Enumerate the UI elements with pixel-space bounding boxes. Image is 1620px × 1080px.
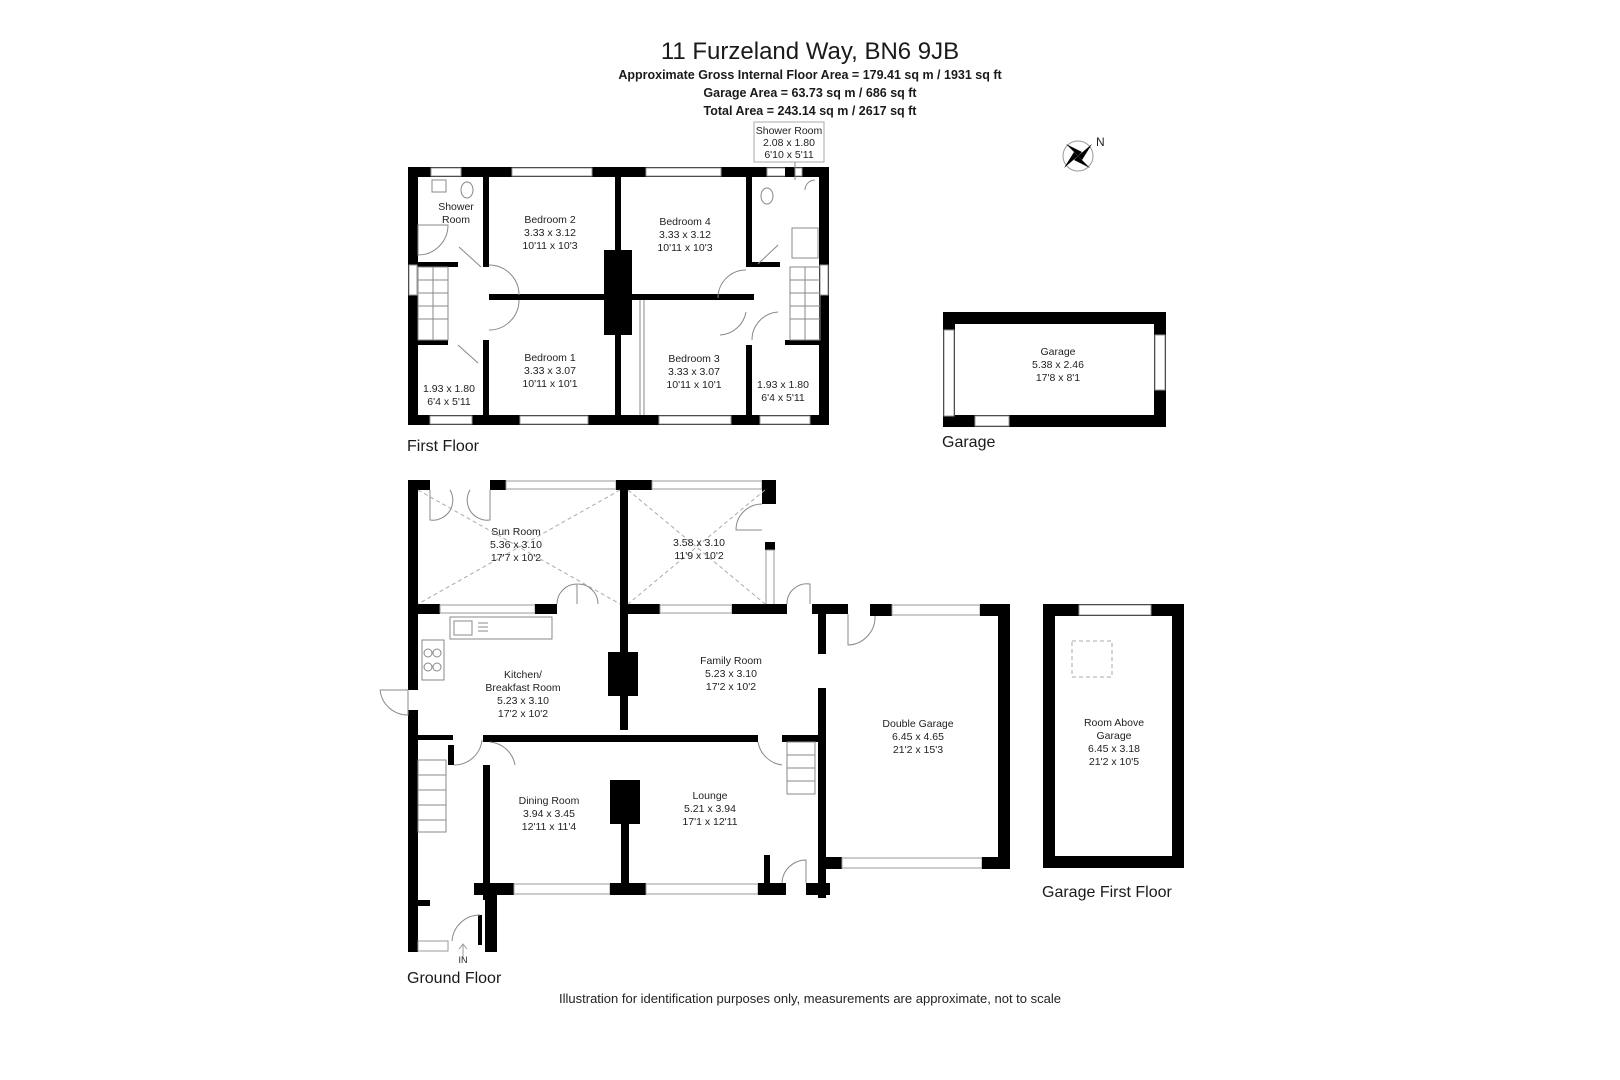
- room-metric: 5.23 x 3.10: [705, 668, 757, 680]
- room-metric: 3.33 x 3.12: [659, 229, 711, 241]
- room-imperial: 11'9 x 10'2: [674, 550, 724, 562]
- room-imperial: 6'10 x 5'11: [764, 149, 814, 161]
- room-metric: 6.45 x 3.18: [1088, 743, 1140, 755]
- garage-area: Garage Area = 63.73 sq m / 686 sq ft: [703, 86, 917, 100]
- room-name: Double Garage: [882, 718, 953, 730]
- garage-first-floor-label: Garage First Floor: [1042, 884, 1172, 901]
- room-name: Room: [442, 214, 470, 226]
- room-name: Shower Room: [756, 125, 823, 137]
- room-imperial: 10'11 x 10'3: [657, 242, 712, 254]
- first-floor-plan: Shower Room Shower Room 2.08 x 1.80 6'10…: [408, 121, 829, 425]
- room-name: Dining Room: [519, 795, 580, 807]
- room-name: Room Above: [1084, 717, 1144, 729]
- room-name: Family Room: [700, 655, 762, 667]
- first-floor-label: First Floor: [407, 438, 479, 455]
- room-name-line2: Garage: [1096, 730, 1131, 742]
- room-name: Shower: [438, 201, 474, 213]
- property-address-title: 11 Furzeland Way, BN6 9JB: [660, 38, 960, 65]
- garage-label: Garage: [942, 434, 996, 451]
- garage-first-floor-plan: Room Above Garage 6.45 x 3.18 21'2 x 10'…: [1043, 604, 1184, 868]
- room-name: Kitchen/: [504, 669, 542, 681]
- room-metric: 1.93 x 1.80: [757, 379, 809, 391]
- room-metric: 3.33 x 3.07: [668, 366, 720, 378]
- total-area: Total Area = 243.14 sq m / 2617 sq ft: [703, 104, 917, 118]
- compass-rose-icon: N: [1062, 135, 1105, 172]
- ground-floor-label: Ground Floor: [407, 970, 502, 987]
- room-imperial: 10'11 x 10'1: [522, 378, 577, 390]
- room-name: Lounge: [692, 790, 727, 802]
- room-name: Garage: [1040, 346, 1075, 358]
- room-name: Bedroom 3: [668, 353, 720, 365]
- entrance-arrow-icon: [458, 943, 468, 958]
- room-metric: 5.23 x 3.10: [497, 695, 549, 707]
- entrance-label: IN: [459, 955, 468, 965]
- room-name: Sun Room: [491, 526, 541, 538]
- room-imperial: 21'2 x 15'3: [893, 744, 943, 756]
- room-metric: 5.36 x 3.10: [490, 539, 542, 551]
- room-metric: 3.94 x 3.45: [523, 808, 575, 820]
- room-metric: 3.58 x 3.10: [673, 537, 725, 549]
- room-metric: 1.93 x 1.80: [423, 383, 475, 395]
- disclaimer: Illustration for identification purposes…: [559, 991, 1061, 1006]
- room-imperial: 17'2 x 10'2: [706, 681, 756, 693]
- room-metric: 3.33 x 3.07: [524, 365, 576, 377]
- room-imperial: 6'4 x 5'11: [761, 392, 805, 404]
- room-imperial: 12'11 x 11'4: [522, 821, 577, 833]
- room-imperial: 10'11 x 10'1: [666, 379, 721, 391]
- room-metric: 5.21 x 3.94: [684, 803, 736, 815]
- gross-internal-area: Approximate Gross Internal Floor Area = …: [618, 68, 1002, 82]
- room-imperial: 21'2 x 10'5: [1089, 756, 1139, 768]
- room-imperial: 17'1 x 12'11: [682, 816, 737, 828]
- room-name-line2: Breakfast Room: [485, 682, 561, 694]
- room-name: Bedroom 2: [524, 214, 576, 226]
- room-metric: 2.08 x 1.80: [763, 137, 815, 149]
- room-name: Bedroom 1: [524, 352, 576, 364]
- room-metric: 6.45 x 4.65: [892, 731, 944, 743]
- garage-plan: Garage 5.38 x 2.46 17'8 x 8'1: [943, 312, 1166, 427]
- room-imperial: 6'4 x 5'11: [427, 396, 471, 408]
- room-imperial: 17'7 x 10'2: [491, 552, 541, 564]
- room-imperial: 10'11 x 10'3: [522, 240, 577, 252]
- room-name: Bedroom 4: [659, 216, 711, 228]
- ground-floor-plan: IN Sun Room 5.36 x 3.10 17'7 x 10'2 3.58…: [379, 480, 1010, 965]
- room-metric: 5.38 x 2.46: [1032, 359, 1084, 371]
- room-metric: 3.33 x 3.12: [524, 227, 576, 239]
- compass-north-label: N: [1096, 135, 1105, 149]
- room-imperial: 17'2 x 10'2: [498, 708, 548, 720]
- room-imperial: 17'8 x 8'1: [1036, 372, 1080, 384]
